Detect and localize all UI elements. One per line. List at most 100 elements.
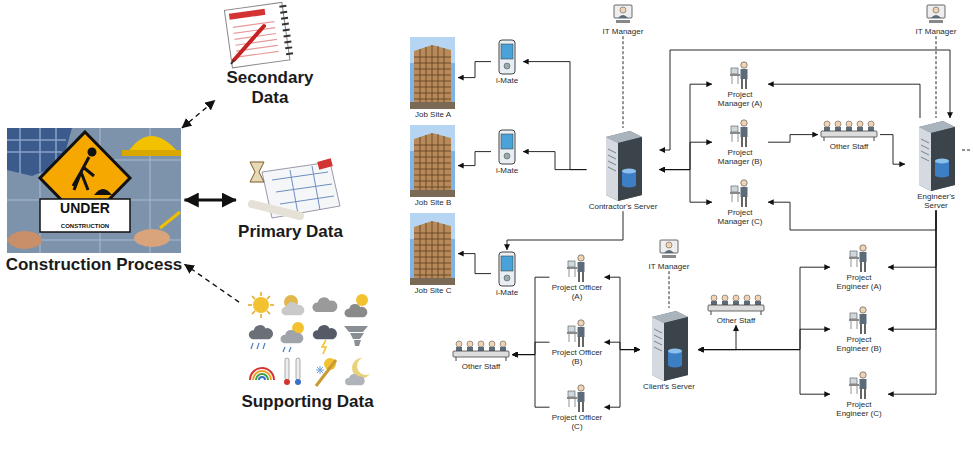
weather-icons <box>312 297 337 312</box>
person: Project Manager (A) <box>712 60 768 108</box>
node-label: Project Manager (C) <box>712 208 768 226</box>
job-site: Job Site B <box>408 124 458 207</box>
weather-icons <box>249 325 273 339</box>
person: Project Manager (B) <box>712 118 768 166</box>
sign-text-box: CONSTRUCTION <box>40 223 130 229</box>
person: Project Officer (A) <box>550 253 605 301</box>
mobile-device: i-Mate <box>491 38 523 85</box>
node-label: Supporting Data <box>239 392 376 412</box>
node-label: Client's Server <box>640 382 698 391</box>
node-label: Project Manager (A) <box>712 90 768 108</box>
job-site: Job Site A <box>408 36 458 119</box>
person-icon <box>849 307 867 334</box>
connector <box>458 62 491 78</box>
weather-icons <box>281 330 304 343</box>
node-label: Project Engineer (C) <box>830 400 888 418</box>
construction-photo <box>40 199 130 232</box>
pda-icon <box>499 252 515 286</box>
connector <box>605 342 641 349</box>
node-label: Secondary Data <box>215 68 325 107</box>
staff-icon <box>453 121 877 361</box>
node-label: Project Officer (C) <box>550 413 605 431</box>
server: Client's Server <box>640 308 698 391</box>
staff-group: Other Staff <box>450 338 512 371</box>
site-photo <box>410 37 455 109</box>
construction-photo <box>7 128 181 253</box>
server: Contractor's Server <box>587 128 660 211</box>
connector <box>605 350 641 408</box>
notepad-picture <box>234 26 264 60</box>
staff-icon <box>821 121 877 141</box>
server-icon <box>606 121 955 381</box>
off-page-wire <box>962 150 972 151</box>
weather-icons <box>248 292 370 386</box>
notepad-picture <box>229 9 265 20</box>
it-manager: IT Manager <box>643 238 695 271</box>
construction-photo <box>88 148 97 157</box>
it-manager: IT Manager <box>910 3 962 36</box>
connector <box>888 210 936 267</box>
notepad-picture <box>224 2 293 68</box>
connector <box>523 152 587 170</box>
data-source: Secondary Data <box>215 2 325 107</box>
connector <box>888 210 936 329</box>
person: Project Engineer (A) <box>830 243 888 291</box>
construction-photo <box>134 229 170 247</box>
connector <box>660 84 713 169</box>
server-icon <box>919 121 955 191</box>
connector <box>669 271 670 308</box>
site-photo <box>410 125 455 197</box>
connector <box>458 254 491 274</box>
person-icon <box>730 120 748 147</box>
weather-icons <box>345 374 365 385</box>
person-icon <box>849 372 867 399</box>
node-label: IT Manager <box>643 262 695 271</box>
staff-icon <box>453 341 509 361</box>
notepad-picture <box>224 2 293 68</box>
construction-photo <box>73 157 94 190</box>
construction-photo <box>7 128 181 253</box>
staff-group: Other Staff <box>818 118 880 151</box>
connector <box>182 100 215 128</box>
node-label: Project Officer (B) <box>550 348 605 366</box>
node-label: Job Site A <box>408 110 458 119</box>
connector <box>605 277 641 349</box>
weather-icons <box>344 326 368 346</box>
connector <box>623 36 624 128</box>
connector <box>507 211 623 250</box>
notepad-picture <box>224 2 290 68</box>
weather-icons <box>283 347 291 352</box>
node-label: Project Engineer (A) <box>830 273 888 291</box>
weather-icons <box>316 366 324 374</box>
connector <box>660 50 951 150</box>
site-photo <box>410 37 455 285</box>
site-photo <box>410 213 455 285</box>
blueprint-picture <box>317 158 333 169</box>
pda-icon <box>499 130 515 164</box>
node-label: Project Manager (B) <box>712 148 768 166</box>
connector <box>185 264 240 302</box>
connector <box>523 62 587 170</box>
person-icon <box>730 180 748 207</box>
weather-icons <box>295 379 301 385</box>
weather-icons <box>250 368 274 380</box>
weather-icons <box>322 340 326 354</box>
weather-icons <box>282 302 305 315</box>
person: Project Officer (C) <box>550 383 605 431</box>
mobile-device: i-Mate <box>491 128 523 175</box>
pda-icon <box>499 40 515 74</box>
it-manager-icon <box>927 5 945 23</box>
node-label: Job Site C <box>408 286 458 295</box>
connector <box>512 342 550 354</box>
person-icon <box>567 62 867 412</box>
connector <box>936 36 937 118</box>
blueprint-picture <box>252 204 300 216</box>
node-label: Job Site B <box>408 198 458 207</box>
person-icon <box>849 245 867 272</box>
connector <box>888 210 936 394</box>
node-label: Engineer's Server <box>905 192 967 210</box>
node-label: Project Officer (A) <box>550 283 605 301</box>
data-source: Supporting Data <box>239 288 376 412</box>
